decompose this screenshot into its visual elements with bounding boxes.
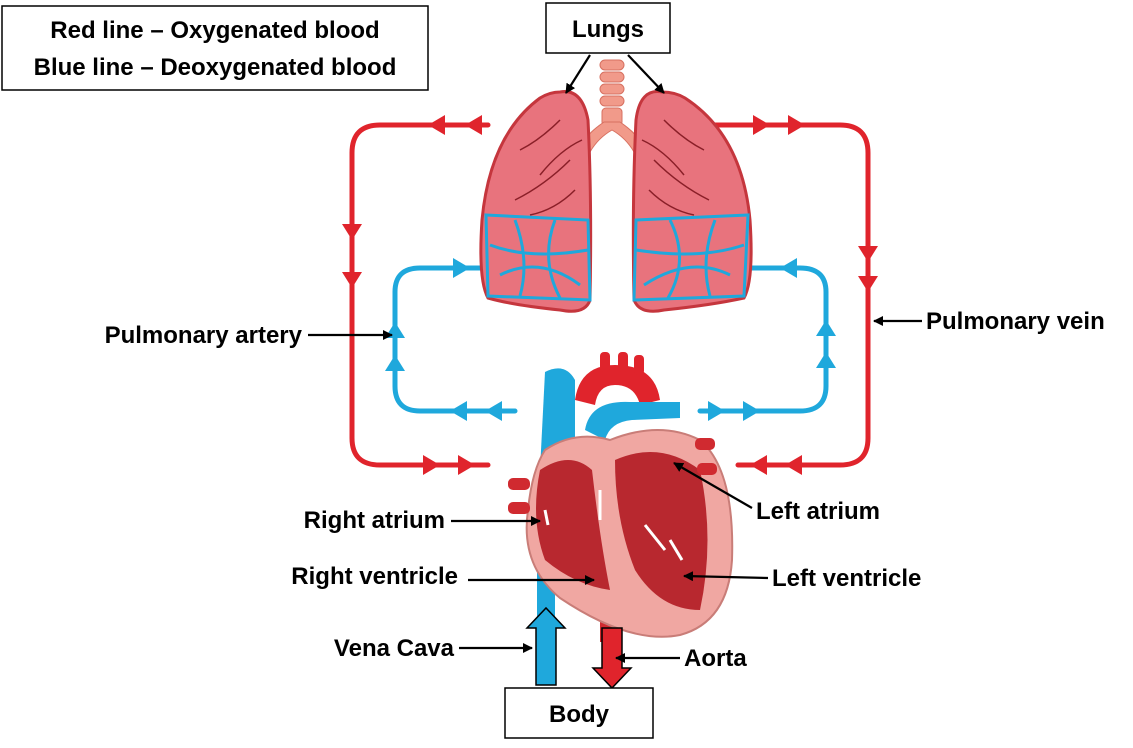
vena-cava-label: Vena Cava (334, 635, 455, 662)
deoxygenated-arrows (385, 258, 836, 421)
lung-capillaries (484, 213, 750, 302)
oxygenated-arrows (342, 115, 878, 475)
legend-deoxygenated: Blue line – Deoxygenated blood (34, 54, 397, 81)
lungs-illustration (479, 59, 753, 313)
aorta-label: Aorta (684, 645, 747, 672)
right-atrium-label: Right atrium (304, 507, 445, 534)
deoxygenated-circuit (392, 265, 829, 414)
vena-cava-up-arrow (525, 606, 567, 686)
left-atrium-label: Left atrium (756, 498, 880, 525)
body-box: Body (504, 687, 654, 739)
structure-labels: Pulmonary artery Pulmonary vein Right at… (105, 308, 1105, 672)
label-pointers (308, 54, 922, 663)
left-red-loop (349, 122, 491, 468)
lungs-label: Lungs (572, 16, 644, 43)
left-ventricle-pointer (683, 571, 769, 582)
left-chambers (615, 452, 708, 610)
body-flow-arrows (525, 606, 633, 690)
lungs-pointer-left (565, 54, 591, 94)
right-red-loop (707, 122, 871, 468)
left-ventricle-label: Left ventricle (772, 565, 921, 592)
legend: Red line – Oxygenated blood Blue line – … (1, 5, 429, 91)
lung-veins (514, 119, 710, 216)
aorta-down-arrow (591, 627, 633, 690)
heart-illustration (508, 352, 734, 685)
right-blue-loop (697, 265, 829, 414)
pulmonary-vein-label: Pulmonary vein (926, 308, 1105, 335)
oxygenated-circuit (349, 122, 871, 468)
right-ventricle-label: Right ventricle (291, 563, 458, 590)
left-lung (479, 90, 593, 313)
right-lung (631, 90, 753, 313)
legend-oxygenated: Red line – Oxygenated blood (50, 17, 379, 44)
body-label: Body (549, 701, 610, 728)
aortic-arch (575, 365, 660, 405)
lungs-pointer-right (627, 54, 665, 94)
pulmonary-artery-label: Pulmonary artery (105, 322, 303, 349)
left-blue-loop (392, 265, 518, 414)
left-atrium-pointer (673, 462, 753, 509)
heart-flow-arrows (543, 490, 684, 561)
right-chambers (536, 460, 610, 590)
trachea (579, 59, 645, 153)
pulmonary-trunk (585, 401, 680, 440)
lungs-box: Lungs (545, 2, 671, 54)
